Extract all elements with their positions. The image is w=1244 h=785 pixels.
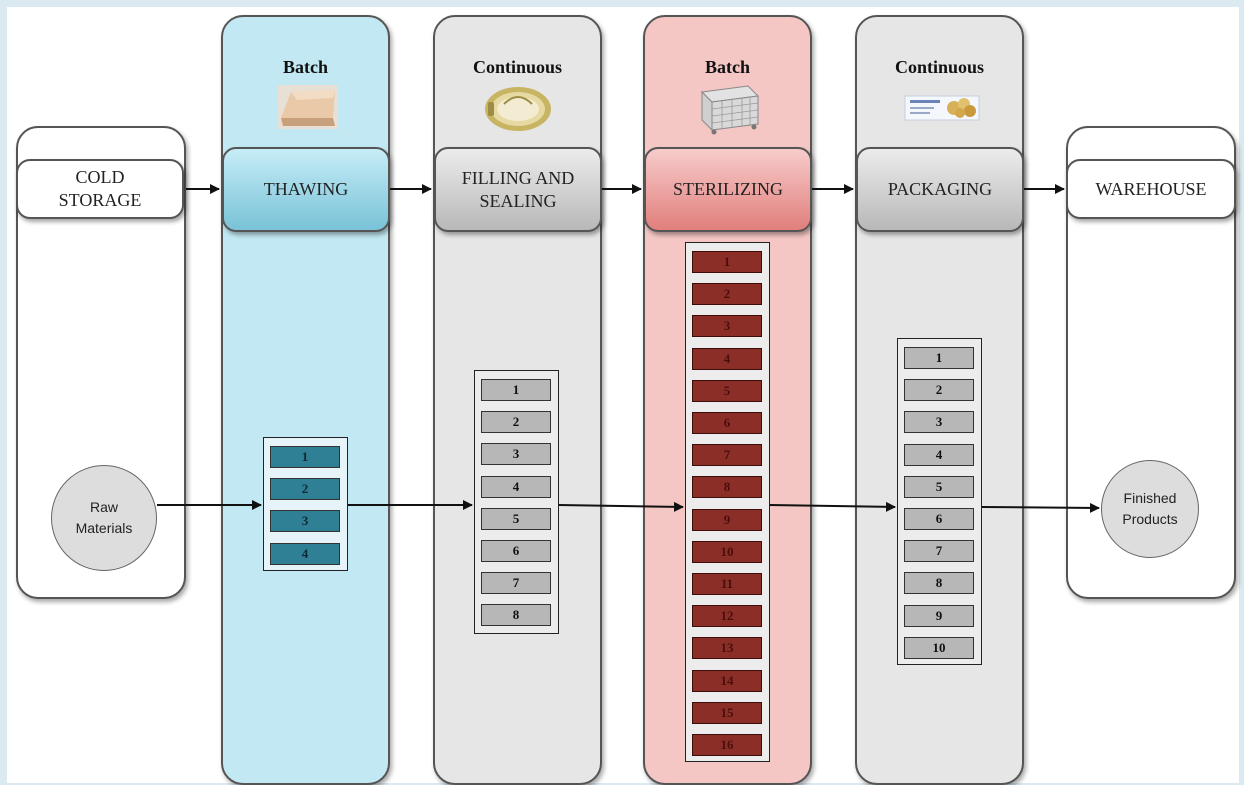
package-box-icon bbox=[904, 95, 980, 121]
can-icon bbox=[485, 87, 551, 131]
fill-unit-3: 3 bbox=[481, 443, 551, 466]
thaw-unit-3: 3 bbox=[270, 510, 340, 533]
steril-unit-3: 3 bbox=[692, 315, 762, 338]
pack-unit-4: 4 bbox=[904, 443, 974, 466]
steril-unit-11: 11 bbox=[692, 573, 762, 595]
steril-unit-1: 1 bbox=[692, 251, 762, 273]
thaw-unit-4: 4 bbox=[270, 542, 340, 565]
steril-unit-2: 2 bbox=[692, 283, 762, 306]
sterilizing-mode-label: Batch bbox=[705, 57, 750, 77]
thawing-column: Batch bbox=[221, 15, 390, 785]
pack-unit-7: 7 bbox=[904, 540, 974, 563]
packaging-stage: PACKAGING bbox=[856, 147, 1024, 232]
thawing-stage: THAWING bbox=[222, 147, 390, 232]
steril-unit-4: 4 bbox=[692, 347, 762, 370]
pack-unit-8: 8 bbox=[904, 572, 974, 595]
steril-unit-10: 10 bbox=[692, 540, 762, 563]
pack-unit-10: 10 bbox=[904, 636, 974, 659]
finished-products-node: Finished Products bbox=[1101, 460, 1199, 558]
steril-unit-14: 14 bbox=[692, 669, 762, 692]
warehouse-stage: WAREHOUSE bbox=[1066, 159, 1236, 219]
steril-unit-12: 12 bbox=[692, 605, 762, 628]
steril-unit-9: 9 bbox=[692, 508, 762, 531]
pack-unit-1: 1 bbox=[904, 347, 974, 369]
fill-unit-2: 2 bbox=[481, 411, 551, 434]
pack-unit-5: 5 bbox=[904, 475, 974, 498]
filling-sealing-stage: FILLING AND SEALING bbox=[434, 147, 602, 232]
packaging-units-stack: 1 2 3 4 5 6 7 8 9 10 bbox=[897, 338, 982, 665]
fill-unit-6: 6 bbox=[481, 540, 551, 562]
cold-storage-stage: COLD STORAGE bbox=[16, 159, 184, 219]
steril-unit-6: 6 bbox=[692, 412, 762, 434]
steril-unit-16: 16 bbox=[692, 734, 762, 756]
filling-units-stack: 1 2 3 4 5 6 7 8 bbox=[474, 370, 559, 634]
thawing-mode-label: Batch bbox=[283, 57, 328, 77]
packaging-mode-label: Continuous bbox=[894, 57, 985, 77]
fill-unit-7: 7 bbox=[481, 572, 551, 595]
sterilizer-basket-icon bbox=[700, 85, 760, 135]
steril-unit-13: 13 bbox=[692, 637, 762, 660]
pack-unit-3: 3 bbox=[904, 411, 974, 434]
frozen-block-icon bbox=[278, 85, 338, 129]
steril-unit-7: 7 bbox=[692, 444, 762, 467]
steril-unit-5: 5 bbox=[692, 379, 762, 402]
steril-unit-8: 8 bbox=[692, 476, 762, 499]
fill-unit-1: 1 bbox=[481, 379, 551, 401]
pack-unit-9: 9 bbox=[904, 604, 974, 627]
fill-unit-5: 5 bbox=[481, 507, 551, 530]
steril-unit-15: 15 bbox=[692, 701, 762, 724]
thaw-unit-2: 2 bbox=[270, 478, 340, 501]
thawing-batch-stack: 1 2 3 4 bbox=[263, 437, 348, 571]
sterilizing-stage: STERILIZING bbox=[644, 147, 812, 232]
thaw-unit-1: 1 bbox=[270, 446, 340, 468]
pack-unit-2: 2 bbox=[904, 379, 974, 402]
diagram-canvas bbox=[7, 7, 1239, 783]
fill-unit-8: 8 bbox=[481, 604, 551, 627]
filling-mode-label: Continuous bbox=[472, 57, 563, 77]
raw-materials-node: Raw Materials bbox=[51, 465, 157, 571]
fill-unit-4: 4 bbox=[481, 475, 551, 498]
pack-unit-6: 6 bbox=[904, 508, 974, 530]
